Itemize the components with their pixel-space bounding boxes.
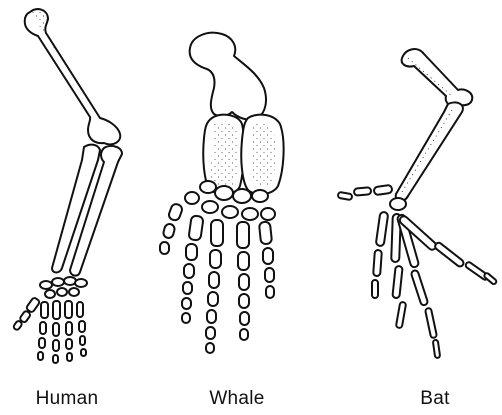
whale-flipper-skeleton: [160, 33, 284, 353]
whale-digit-3: [206, 220, 223, 353]
whale-label: Whale: [192, 388, 282, 410]
whale-digit-5: [259, 221, 274, 298]
bat-carpals: [390, 198, 406, 210]
whale-digit-4: [237, 222, 249, 340]
human-humerus: [25, 9, 121, 144]
whale-digit-1: [160, 203, 183, 254]
bat-humerus: [402, 49, 473, 106]
bat-wing-skeleton: [338, 49, 498, 358]
whale-humerus: [190, 33, 266, 120]
human-carpals: [40, 277, 87, 298]
human-thumb: [13, 297, 41, 331]
bat-label: Bat: [400, 388, 470, 410]
bat-thumb: [338, 185, 393, 200]
human-fingers: [38, 301, 86, 363]
whale-digit-2: [182, 215, 204, 323]
human-label: Human: [22, 388, 112, 410]
human-arm-skeleton: [13, 9, 122, 363]
bat-digit-2: [372, 212, 388, 298]
bat-radius: [396, 102, 463, 201]
